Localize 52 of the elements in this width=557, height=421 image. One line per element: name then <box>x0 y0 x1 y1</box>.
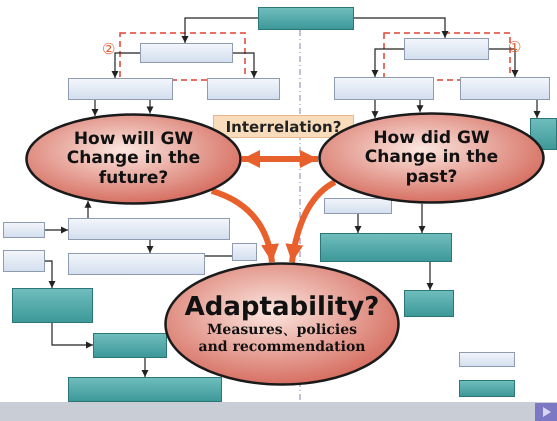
arrow <box>45 226 68 234</box>
process-box <box>334 77 434 100</box>
arrow <box>416 100 424 112</box>
process-box <box>3 250 45 272</box>
arrow <box>84 200 92 218</box>
arrow <box>142 358 148 377</box>
arrow <box>418 204 426 233</box>
circled-number: ① <box>508 38 522 56</box>
question-text: How did GW Change in the past? <box>364 128 500 188</box>
arrow <box>233 52 258 78</box>
circled-number: ② <box>102 40 116 58</box>
arrow <box>146 100 154 114</box>
process-box <box>207 78 280 100</box>
process-box <box>324 198 392 214</box>
double-arrow <box>242 150 318 168</box>
process-box <box>68 78 173 100</box>
arrow <box>286 180 336 263</box>
label-box: Interrelation? <box>213 115 354 138</box>
arrow <box>354 214 362 233</box>
arrow <box>146 240 154 253</box>
process-box <box>93 333 167 358</box>
arrow <box>489 48 518 77</box>
legend-swatch <box>459 380 515 397</box>
question-ellipse <box>164 262 400 386</box>
process-box <box>404 290 454 317</box>
arrow <box>182 17 258 43</box>
process-box <box>258 7 354 30</box>
arrow <box>92 100 98 116</box>
arrow <box>534 100 540 118</box>
arrow <box>354 17 448 38</box>
process-box <box>320 233 452 262</box>
arrow <box>51 323 93 348</box>
arrow <box>45 260 56 288</box>
process-box <box>3 222 45 238</box>
arrow <box>372 48 404 77</box>
arrow <box>112 52 140 78</box>
process-box <box>140 43 233 63</box>
question-text: How will GW Change in the future? <box>66 130 202 188</box>
process-box <box>68 218 230 240</box>
process-box <box>12 288 93 323</box>
arrow <box>372 100 378 118</box>
process-box <box>460 77 550 100</box>
subtitle-text: Measures、policies and recommendation <box>198 322 366 356</box>
arrow <box>426 262 434 290</box>
legend-swatch <box>459 352 515 367</box>
arrow <box>210 188 278 263</box>
title-text: Adaptability? <box>184 292 380 322</box>
process-box <box>68 377 222 402</box>
process-box <box>232 243 257 261</box>
process-box <box>404 38 489 60</box>
process-box <box>68 253 205 275</box>
connector-line <box>205 255 232 257</box>
